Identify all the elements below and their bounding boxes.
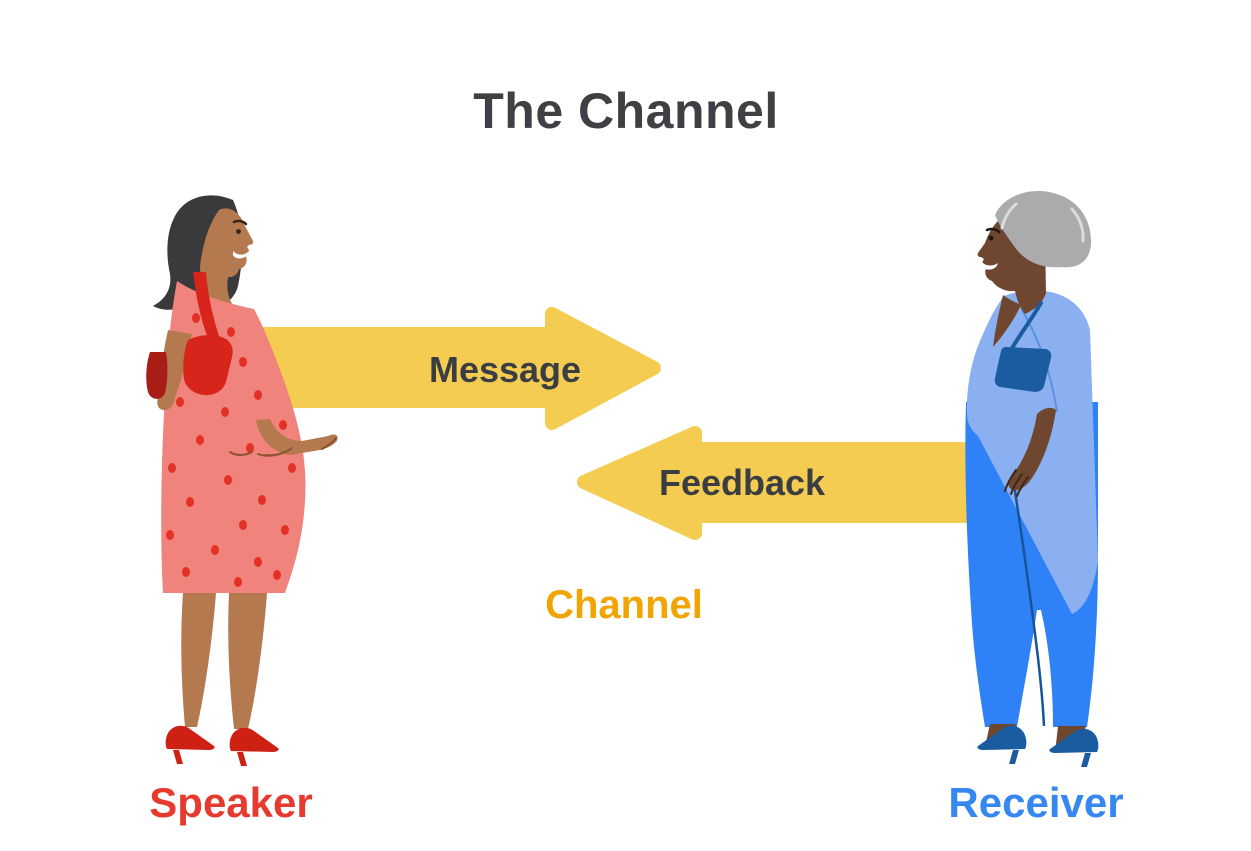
- receiver-shoes: [977, 725, 1099, 767]
- feedback-arrow-shape: [577, 426, 989, 540]
- speaker-label: Speaker: [149, 779, 313, 826]
- feedback-arrow-label: Feedback: [658, 462, 826, 503]
- feedback-arrow: [577, 426, 989, 540]
- diagram-title: The Channel: [473, 82, 779, 139]
- receiver-forearm: [1008, 407, 1056, 491]
- receiver-bag-strap: [1010, 301, 1043, 350]
- message-arrow-label: Message: [428, 349, 582, 390]
- receiver-bag: [994, 347, 1052, 392]
- receiver-smile: [980, 261, 998, 270]
- receiver-eyebrow: [985, 227, 1001, 234]
- speaker-eyebrow: [232, 219, 248, 226]
- receiver-label: Receiver: [948, 779, 1124, 826]
- speaker-dress-dots: [166, 313, 296, 587]
- receiver-hand-fingers: [1004, 469, 1029, 497]
- speaker-shoes: [165, 725, 279, 766]
- speaker-left-leg: [181, 593, 216, 727]
- receiver-pants-crease: [1011, 477, 1046, 727]
- speaker-front-arm: [256, 419, 338, 455]
- message-arrow: [251, 307, 661, 430]
- speaker-hand-fingers: [229, 437, 337, 457]
- receiver-eye: [988, 235, 994, 241]
- receiver-hair-highlights: [1000, 202, 1085, 243]
- speaker-bag-strap: [193, 272, 222, 345]
- receiver-chest: [993, 295, 1021, 347]
- message-arrow-shape: [251, 307, 661, 430]
- channel-label: Channel: [545, 583, 703, 627]
- speaker-figure: [146, 195, 338, 766]
- speaker-bag-back-pouch: [146, 352, 168, 399]
- speaker-face: [196, 208, 262, 318]
- receiver-figure: [965, 191, 1099, 767]
- speaker-smile: [233, 250, 250, 259]
- speaker-eye: [236, 229, 241, 234]
- receiver-hair: [995, 191, 1092, 268]
- speaker-back-arm: [157, 330, 192, 410]
- speaker-bag: [183, 334, 233, 396]
- speaker-right-leg: [228, 593, 267, 729]
